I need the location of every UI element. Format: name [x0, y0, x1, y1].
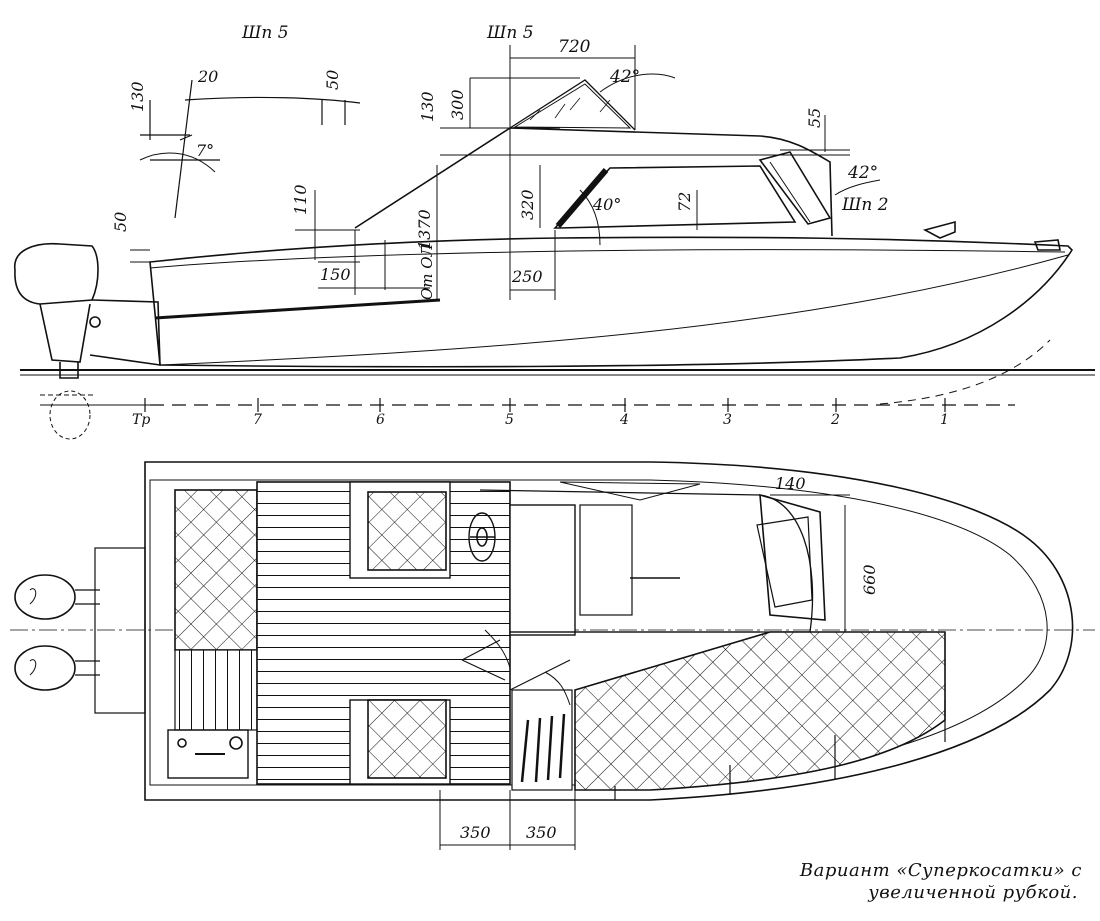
section-label-sp2: Шп 2 [841, 195, 889, 215]
station-1: 1 [940, 412, 949, 428]
angle-42-right: 42° [847, 163, 878, 183]
bow-fitting [1033, 239, 1061, 251]
dimension-lines [130, 45, 881, 300]
station-tr: Тр [132, 412, 150, 428]
labels: Шп 5 Шп 5 Шп 2 720 42° 42° 40° 7° 20 300… [111, 23, 949, 842]
dim-50-left: 50 [111, 212, 130, 232]
dim-130-left: 130 [128, 81, 147, 112]
figure-caption: Вариант «Суперкосатки» с увеличенной руб… [800, 860, 1082, 904]
dim-250: 250 [511, 267, 543, 286]
dim-660: 660 [860, 564, 879, 595]
chine-line [159, 254, 1069, 366]
aft-locker [174, 649, 258, 731]
side-view [14, 45, 1095, 440]
station-5: 5 [505, 412, 514, 428]
dim-140: 140 [775, 474, 806, 493]
cabin-roof [509, 79, 636, 131]
dim-350-left: 350 [460, 823, 491, 842]
station-6: 6 [376, 412, 385, 428]
rub-rail [154, 298, 441, 320]
dim-1370: 1370 [415, 209, 434, 250]
dim-50-top: 50 [323, 70, 342, 90]
cabin-profile [354, 127, 833, 237]
station-7: 7 [253, 412, 262, 428]
plan-dimension-lines [439, 494, 850, 850]
hull-side [149, 236, 1074, 368]
caption-line-1: Вариант «Суперкосатки» с [799, 860, 1082, 881]
windshield-plan [759, 493, 826, 621]
section-detail-left [139, 79, 361, 219]
angle-42-top: 42° [609, 67, 640, 87]
station-ticks [144, 398, 946, 412]
baseline-note: От ОЛ [418, 243, 436, 300]
angle-40: 40° [592, 195, 621, 214]
outboard-motor [14, 242, 161, 440]
dim-110: 110 [291, 184, 310, 215]
windshield-hatching [529, 97, 611, 121]
windshield-glass [513, 83, 632, 129]
station-4: 4 [619, 412, 629, 428]
dim-300: 300 [448, 89, 467, 120]
dim-320: 320 [518, 189, 537, 220]
dim-720: 720 [558, 37, 591, 57]
dim-55: 55 [805, 108, 824, 128]
sheer-line [149, 249, 1066, 269]
dim-20: 20 [197, 67, 218, 86]
steering-wheel [468, 512, 496, 562]
aft-seat-hatched [174, 489, 258, 651]
console [509, 504, 576, 636]
section-label-sp5-right: Шп 5 [486, 23, 534, 43]
dashboard [579, 504, 633, 616]
dim-130-top: 130 [418, 91, 437, 122]
dim-150: 150 [320, 265, 351, 284]
hull-outline [144, 461, 1074, 801]
fuel-tank [167, 729, 249, 779]
angle-7: 7° [196, 141, 214, 160]
outboard-motors-plan [14, 547, 146, 714]
door-swing [461, 631, 760, 691]
dim-350-right: 350 [526, 823, 557, 842]
dim-72: 72 [675, 192, 694, 212]
cleat [922, 220, 956, 239]
window-post [555, 168, 609, 228]
forward-berth-hatched [574, 631, 946, 791]
caption-line-2: увеличенной рубкой. [868, 882, 1078, 903]
hull-frames [614, 700, 946, 800]
station-3: 3 [723, 412, 732, 428]
station-2: 2 [830, 412, 840, 428]
hatch-window [756, 516, 813, 608]
plan-view [10, 461, 1095, 850]
section-label-sp5-left: Шп 5 [241, 23, 289, 43]
